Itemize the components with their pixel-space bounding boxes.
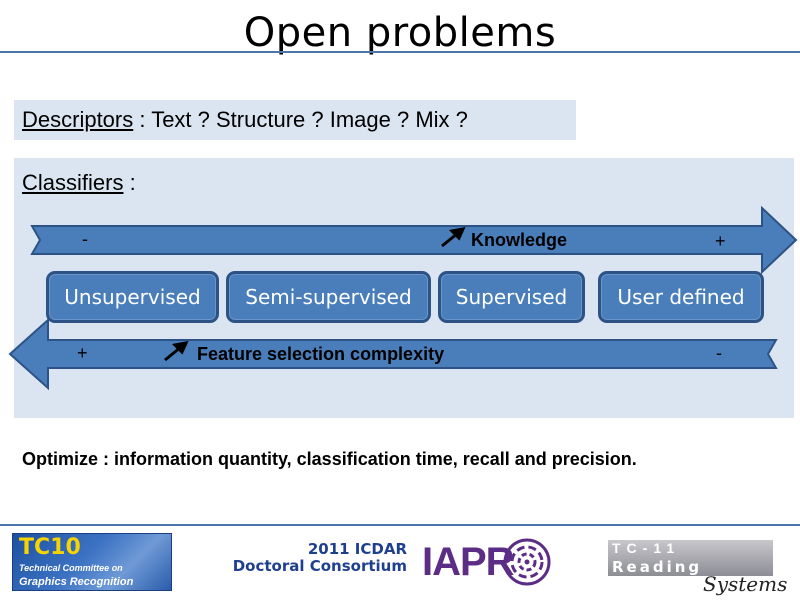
classifiers-suffix: : <box>123 170 136 195</box>
category-supervised: Supervised <box>438 271 585 323</box>
reading-systems-reading: Reading <box>612 558 703 576</box>
icdar-consortium-label: 2011 ICDAR Doctoral Consortium <box>233 541 407 575</box>
iapr-logo: IAPR <box>422 536 552 588</box>
reading-systems-script: Systems <box>703 572 788 596</box>
reading-systems-top: TC-11 <box>612 540 681 556</box>
tc10-logo: TC10 Technical Committee on Graphics Rec… <box>12 533 172 591</box>
knowledge-minus-sign: - <box>82 229 88 249</box>
tc10-logo-title: TC10 <box>19 535 81 560</box>
feature-minus-sign: - <box>716 343 722 363</box>
reading-systems-block: TC-11 Reading <box>608 540 773 576</box>
descriptors-box: Descriptors : Text ? Structure ? Image ?… <box>14 100 576 140</box>
tc10-logo-line2: Graphics Recognition <box>19 576 134 588</box>
title-rule <box>0 51 800 53</box>
feature-plus-sign: + <box>77 343 88 363</box>
slide-title: Open problems <box>243 10 557 56</box>
reading-systems-logo: TC-11 Reading Systems <box>608 538 790 596</box>
iapr-swirl-icon <box>503 538 551 586</box>
classifiers-label: Classifiers <box>22 170 124 195</box>
knowledge-plus-sign: + <box>715 231 726 251</box>
category-user-defined: User defined <box>598 271 764 323</box>
descriptors-label: Descriptors <box>22 107 134 132</box>
icdar-line1: 2011 ICDAR <box>307 540 407 558</box>
feature-complexity-arrow <box>8 317 778 391</box>
descriptors-text: : Text ? Structure ? Image ? Mix ? <box>133 107 468 132</box>
footer-rule <box>0 524 800 526</box>
optimize-statement: Optimize : information quantity, classif… <box>22 449 637 469</box>
increase-arrow-icon <box>441 227 466 248</box>
knowledge-label: Knowledge <box>471 230 568 250</box>
increase-arrow-icon <box>164 341 189 362</box>
iapr-logo-text: IAPR <box>422 540 515 584</box>
classifiers-heading: Classifiers : <box>22 170 136 196</box>
tc10-logo-line1: Technical Committee on <box>19 563 123 573</box>
category-unsupervised: Unsupervised <box>46 271 219 323</box>
category-semi-supervised: Semi-supervised <box>226 271 431 323</box>
feature-complexity-label: Feature selection complexity <box>197 344 445 364</box>
knowledge-arrow <box>30 205 798 275</box>
icdar-line2: Doctoral Consortium <box>232 557 407 575</box>
